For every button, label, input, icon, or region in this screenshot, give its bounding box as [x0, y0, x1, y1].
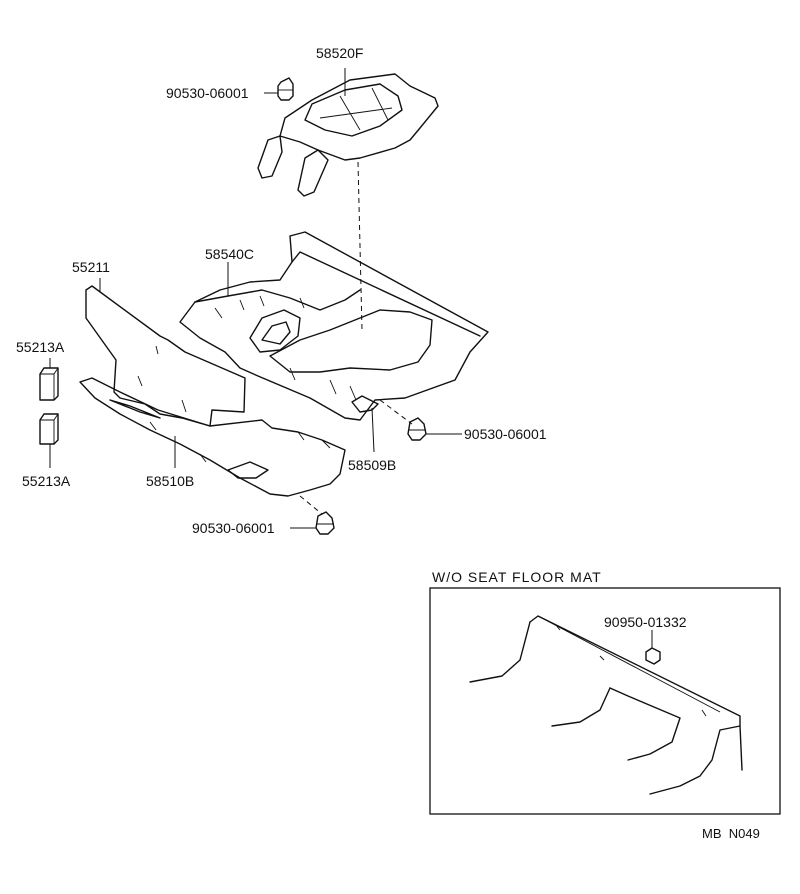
clip-top-icon	[39, 367, 59, 401]
silencer-pad-55211	[85, 285, 246, 427]
inset-floor-panel	[469, 615, 743, 795]
label-55213A-bottom: 55213A	[22, 473, 71, 489]
diagram-code: MB N049	[702, 826, 760, 841]
label-90530-bottom: 90530-06001	[192, 520, 275, 536]
label-90530-top: 90530-06001	[166, 85, 249, 101]
label-90950: 90950-01332	[604, 614, 687, 630]
clip-bottom-icon	[39, 413, 59, 445]
label-58510B: 58510B	[146, 473, 194, 489]
clip-icon	[645, 647, 661, 665]
dashed-alignment-line	[357, 161, 363, 331]
bolt-icon	[277, 77, 294, 101]
leader-58509B	[371, 407, 375, 453]
label-58520F: 58520F	[316, 45, 363, 61]
label-58540C: 58540C	[205, 246, 254, 262]
inset-box	[429, 587, 781, 815]
bolt-icon	[407, 417, 427, 441]
dashed-line-right-bolt	[379, 399, 413, 425]
dashed-line-bottom-bolt	[299, 495, 323, 515]
inset-title: W/O SEAT FLOOR MAT	[432, 569, 602, 585]
label-58509B: 58509B	[348, 457, 396, 473]
label-55211: 55211	[72, 259, 110, 275]
rear-floor-mat-58520F	[257, 73, 439, 197]
label-90530-right: 90530-06001	[464, 426, 547, 442]
bracket-58509B	[351, 395, 379, 413]
front-floor-mat-58510B	[79, 377, 346, 497]
bolt-icon	[315, 511, 335, 535]
label-55213A-top: 55213A	[16, 339, 65, 355]
